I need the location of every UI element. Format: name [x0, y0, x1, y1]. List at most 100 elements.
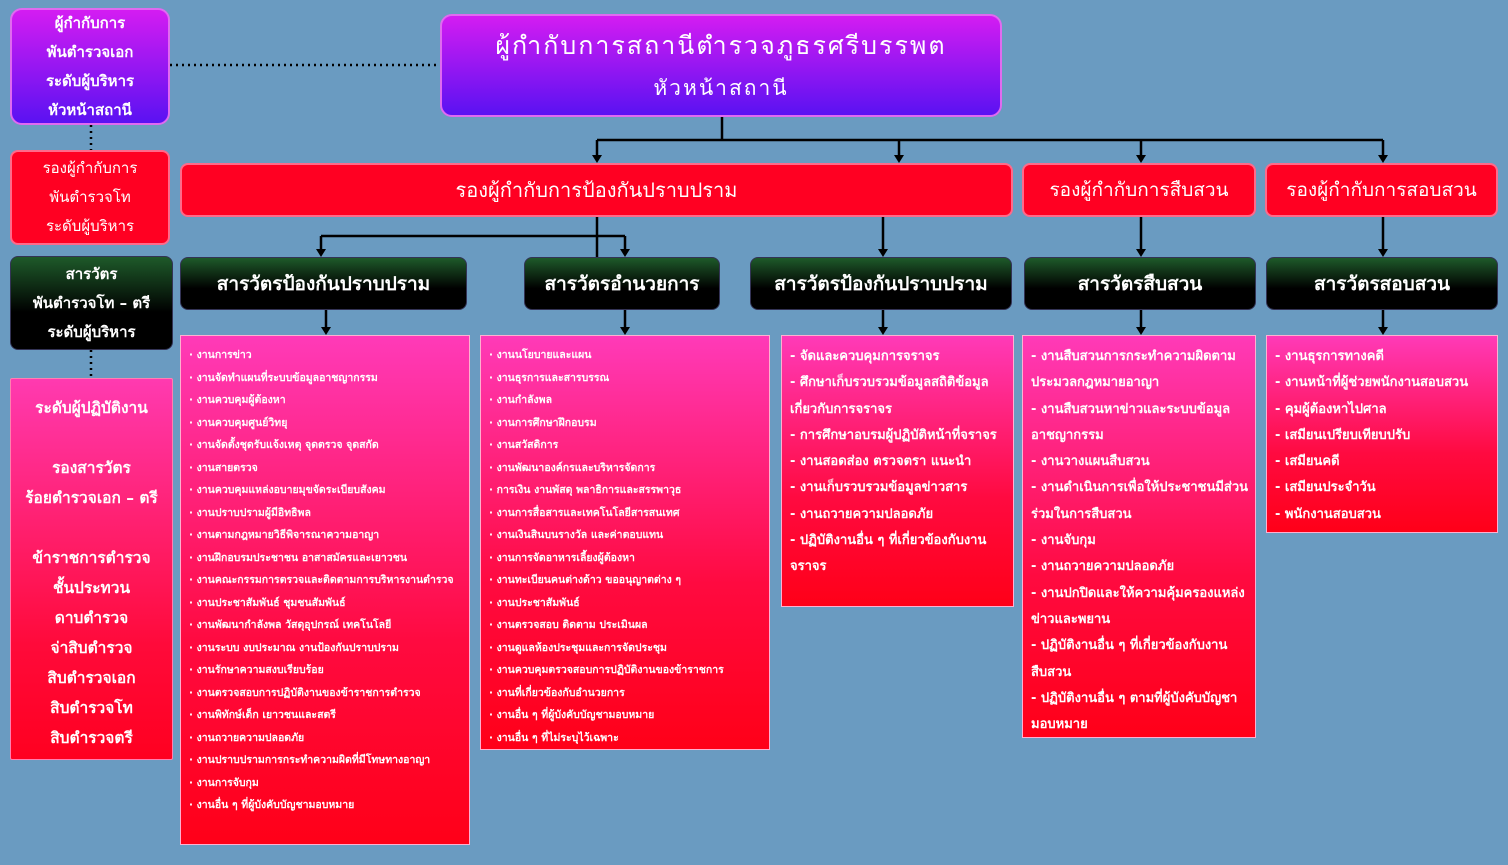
list-item: · งานพัฒนาองค์กรและบริหารจัดการ	[489, 461, 656, 474]
list-item: · งานสายตรวจ	[189, 461, 258, 474]
list-item: - เสมียนคดี	[1275, 454, 1340, 470]
rank-line: จ่าสิบตำรวจ	[50, 639, 133, 657]
deputy-prevention-box: รองผู้กำกับการป้องกันปราบปราม	[180, 163, 1013, 217]
list-item: - งานวางแผนสืบสวน	[1031, 454, 1150, 470]
list-item: - งานถวายความปลอดภัย	[790, 506, 934, 522]
list-item: · งานฝึกอบรมประชาชน อาสาสมัครและเยาวชน	[189, 551, 407, 564]
list-item: - งานสืบสวนหาข่าวและระบบข้อมูลอาชญากรรม	[1031, 401, 1231, 443]
list-item: · งานตรวจสอบการปฏิบัติงานของข้าราชการตำร…	[189, 686, 421, 699]
list-item: - งานถวายความปลอดภัย	[1031, 559, 1175, 575]
inspector-inquiry-box: สารวัตรสอบสวน	[1266, 257, 1498, 310]
list-item: · งานจัดทำแผนที่ระบบข้อมูลอาชญากรรม	[189, 371, 378, 384]
rank-line: ระดับผู้บริหาร	[45, 71, 135, 90]
list-item: · งานพิทักษ์เด็ก เยาวชนและสตรี	[189, 709, 336, 721]
list-item: · งานนโยบายและแผน	[489, 349, 592, 361]
list-item: · งานคณะกรรมการตรวจและติดตามการบริหารงาน…	[189, 574, 454, 586]
list-item: · งานอื่น ๆ ที่ผู้บังคับบัญชามอบหมาย	[189, 799, 355, 811]
list-item: · งานตามกฎหมายวิธีพิจารณาความอาญา	[189, 529, 380, 541]
list-item: · งานเงินสินบนรางวัล และค่าตอบแทน	[489, 529, 664, 541]
list-item: - งานปกปิดและให้ความคุ้มครองแหล่งข่าวและ…	[1031, 585, 1245, 627]
list-item: · งานตรวจสอบ ติดตาม ประเมินผล	[489, 619, 648, 631]
rank-line: รองสารวัตร	[52, 459, 131, 477]
deputy-investigation-box: รองผู้กำกับการสืบสวน	[1022, 163, 1256, 217]
admin-duties-list: · งานนโยบายและแผน · งานธุรการและสารบรรณ · …	[480, 335, 770, 750]
rank-line: สิบตำรวจเอก	[47, 669, 136, 687]
list-item: · งานที่เกี่ยวข้องกับอำนวยการ	[489, 686, 625, 699]
inspector-investigation-box: สารวัตรสืบสวน	[1024, 257, 1256, 310]
list-item: - งานเก็บรวบรวมข้อมูลข่าวสาร	[790, 480, 968, 496]
station-subtitle: หัวหน้าสถานี	[653, 76, 789, 100]
list-item: · งานอื่น ๆ ที่ผู้บังคับบัญชามอบหมาย	[489, 709, 655, 721]
rank-line: สารวัตร	[65, 264, 118, 283]
list-item: - งานจับกุม	[1031, 533, 1096, 549]
rank-line	[89, 423, 94, 453]
list-item: · การเงิน งานพัสดุ พลาธิการและสรรพาวุธ	[489, 484, 682, 496]
rank-line: ร้อยตำรวจเอก – ตรี	[25, 489, 158, 507]
list-item: · งานปราบปรามการกระทำความผิดที่มีโทษทางอ…	[189, 754, 431, 766]
staff-rank-box: ระดับผู้ปฏิบัติงาน รองสารวัตรร้อยตำรวจเอ…	[10, 378, 173, 760]
list-item: · งานธุรการและสารบรรณ	[489, 371, 610, 384]
list-item: - งานสืบสวนการกระทำความผิดตามประมวลกฎหมา…	[1031, 349, 1236, 391]
rank-line: หัวหน้าสถานี	[48, 100, 132, 119]
list-item: - การศึกษาอบรมผู้ปฏิบัติหน้าที่จราจร	[790, 427, 997, 443]
list-item: · งานการจับกุม	[189, 776, 259, 789]
inspector-rank-box: สารวัตรพันตำรวจโท – ตรีระดับผู้บริหาร	[10, 256, 173, 350]
rank-line: ระดับผู้บริหาร	[45, 217, 135, 235]
list-item: - ศึกษาเก็บรวบรวมข้อมูลสถิติข้อมูลเกี่ยว…	[790, 375, 989, 417]
rank-line: ดาบตำรวจ	[54, 609, 129, 627]
list-item: · งานดูแลห้องประชุมและการจัดประชุม	[489, 641, 667, 654]
list-item: - คุมผู้ต้องหาไปศาล	[1275, 401, 1387, 417]
list-item: · งานทะเบียนคนต่างด้าว ขออนุญาตต่าง ๆ	[489, 574, 682, 586]
list-item: - จัดและควบคุมการจราจร	[790, 349, 940, 364]
prevention-duties-list: · งานการข่าว · งานจัดทำแผนที่ระบบข้อมูลอา…	[180, 335, 470, 845]
list-item: · งานระบบ งบประมาณ งานป้องกันปราบปราม	[189, 641, 399, 654]
deputy-rank-box: รองผู้กำกับการพันตำรวจโทระดับผู้บริหาร	[10, 150, 170, 245]
list-item: - ปฏิบัติงานอื่น ๆ ตามที่ผู้บังคับบัญชาม…	[1031, 690, 1238, 733]
rank-line: รองผู้กำกับการ	[42, 159, 138, 177]
list-item: · งานการข่าว	[189, 349, 252, 361]
investigation-duties-list: - งานสืบสวนการกระทำความผิดตามประมวลกฎหมา…	[1022, 335, 1256, 738]
list-item: - ปฏิบัติงานอื่น ๆ ที่เกี่ยวข้องกับงานสื…	[1031, 638, 1228, 680]
rank-line: ผู้กำกับการ	[54, 13, 126, 32]
list-item: · งานการศึกษาฝึกอบรม	[489, 416, 597, 429]
rank-line: สิบตำรวจโท	[50, 699, 133, 717]
list-item: · งานการจัดอาหารเลี้ยงผู้ต้องหา	[489, 551, 635, 564]
list-item: · งานควบคุมศูนย์วิทยุ	[189, 416, 288, 429]
rank-line: พันตำรวจโท – ตรี	[32, 293, 151, 312]
list-item: · งานปราบปรามผู้มีอิทธิพล	[189, 506, 311, 519]
rank-line	[89, 513, 94, 543]
rank-line: ระดับผู้ปฏิบัติงาน	[35, 399, 148, 417]
list-item: - งานธุรการทางคดี	[1275, 349, 1384, 364]
station-commander-box: ผู้กำกับการสถานีตำรวจภูธรศรีบรรพต หัวหน้…	[440, 14, 1002, 117]
rank-line: ระดับผู้บริหาร	[47, 322, 136, 341]
list-item: · งานประชาสัมพันธ์	[489, 596, 580, 609]
list-item: · งานประชาสัมพันธ์ ชุมชนสัมพันธ์	[189, 596, 346, 609]
list-item: - ปฏิบัติงานอื่น ๆ ที่เกี่ยวข้องกับงานจร…	[790, 533, 987, 575]
rank-line: สิบตำรวจตรี	[50, 729, 133, 747]
station-title: ผู้กำกับการสถานีตำรวจภูธรศรีบรรพต	[495, 31, 947, 60]
list-item: - เสมียนประจำวัน	[1275, 480, 1376, 496]
inspector-prevention-box: สารวัตรป้องกันปราบปราม	[180, 257, 467, 310]
traffic-duties-list: - จัดและควบคุมการจราจร - ศึกษาเก็บรวบรวมข…	[781, 335, 1014, 607]
deputy-inquiry-box: รองผู้กำกับการสอบสวน	[1265, 163, 1498, 217]
list-item: - งานดำเนินการเพื่อให้ประชาชนมีส่วนร่วมใ…	[1031, 480, 1249, 522]
list-item: · งานอื่น ๆ ที่ไม่ระบุไว้เฉพาะ	[489, 731, 619, 744]
list-item: · งานการสื่อสารและเทคโนโลยีสารสนเทศ	[489, 506, 680, 519]
commander-rank-box: ผู้กำกับการพันตำรวจเอกระดับผู้บริหารหัวห…	[10, 8, 170, 125]
list-item: · งานกำลังพล	[489, 394, 553, 406]
list-item: · งานพัฒนากำลังพล วัสดุอุปกรณ์ เทคโนโลยี	[189, 619, 392, 631]
inspector-traffic-box: สารวัตรป้องกันปราบปราม	[750, 257, 1012, 310]
rank-line: พันตำรวจเอก	[46, 42, 134, 61]
list-item: · งานควบคุมผู้ต้องหา	[189, 394, 286, 406]
list-item: - เสมียนเปรียบเทียบปรับ	[1275, 427, 1411, 443]
list-item: · งานควบคุมแหล่งอบายมุขจัดระเบียบสังคม	[189, 484, 386, 496]
rank-line: พันตำรวจโท	[49, 188, 131, 206]
inquiry-duties-list: - งานธุรการทางคดี - งานหน้าที่ผู้ช่วยพนัก…	[1266, 335, 1498, 533]
list-item: · งานรักษาความสงบเรียบร้อย	[189, 664, 324, 676]
list-item: · งานจัดตั้งชุดรับแจ้งเหตุ จุดตรวจ จุดสก…	[189, 439, 379, 451]
list-item: - งานหน้าที่ผู้ช่วยพนักงานสอบสวน	[1275, 375, 1469, 391]
inspector-admin-box: สารวัตรอำนวยการ	[524, 257, 720, 310]
rank-line: ข้าราชการตำรวจ	[32, 549, 151, 567]
list-item: - งานสอดส่อง ตรวจตรา แนะนำ	[790, 454, 972, 470]
